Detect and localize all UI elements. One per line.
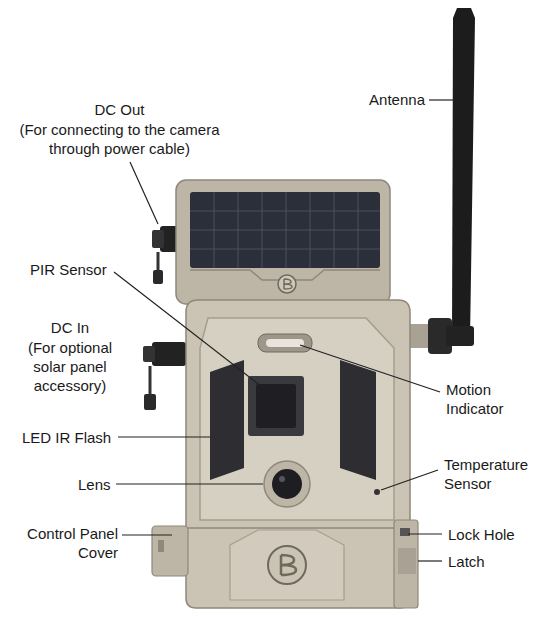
- part-label: Control Panel Cover: [10, 524, 118, 562]
- part-label: Lens: [78, 475, 138, 494]
- part-label: (For connecting to the camera through po…: [12, 120, 227, 158]
- part-label: Motion Indicator: [446, 380, 536, 418]
- part-label: PIR Sensor: [30, 260, 150, 279]
- part-label: Antenna: [340, 90, 425, 109]
- part-label: Lock Hole: [448, 525, 543, 544]
- part-label: Latch: [448, 552, 543, 571]
- part-label: DC Out: [12, 100, 227, 119]
- part-label: LED IR Flash: [22, 428, 122, 447]
- part-label: (For optional solar panel accessory): [20, 338, 120, 395]
- part-label: DC In: [20, 318, 120, 337]
- part-label: Temperature Sensor: [444, 455, 544, 493]
